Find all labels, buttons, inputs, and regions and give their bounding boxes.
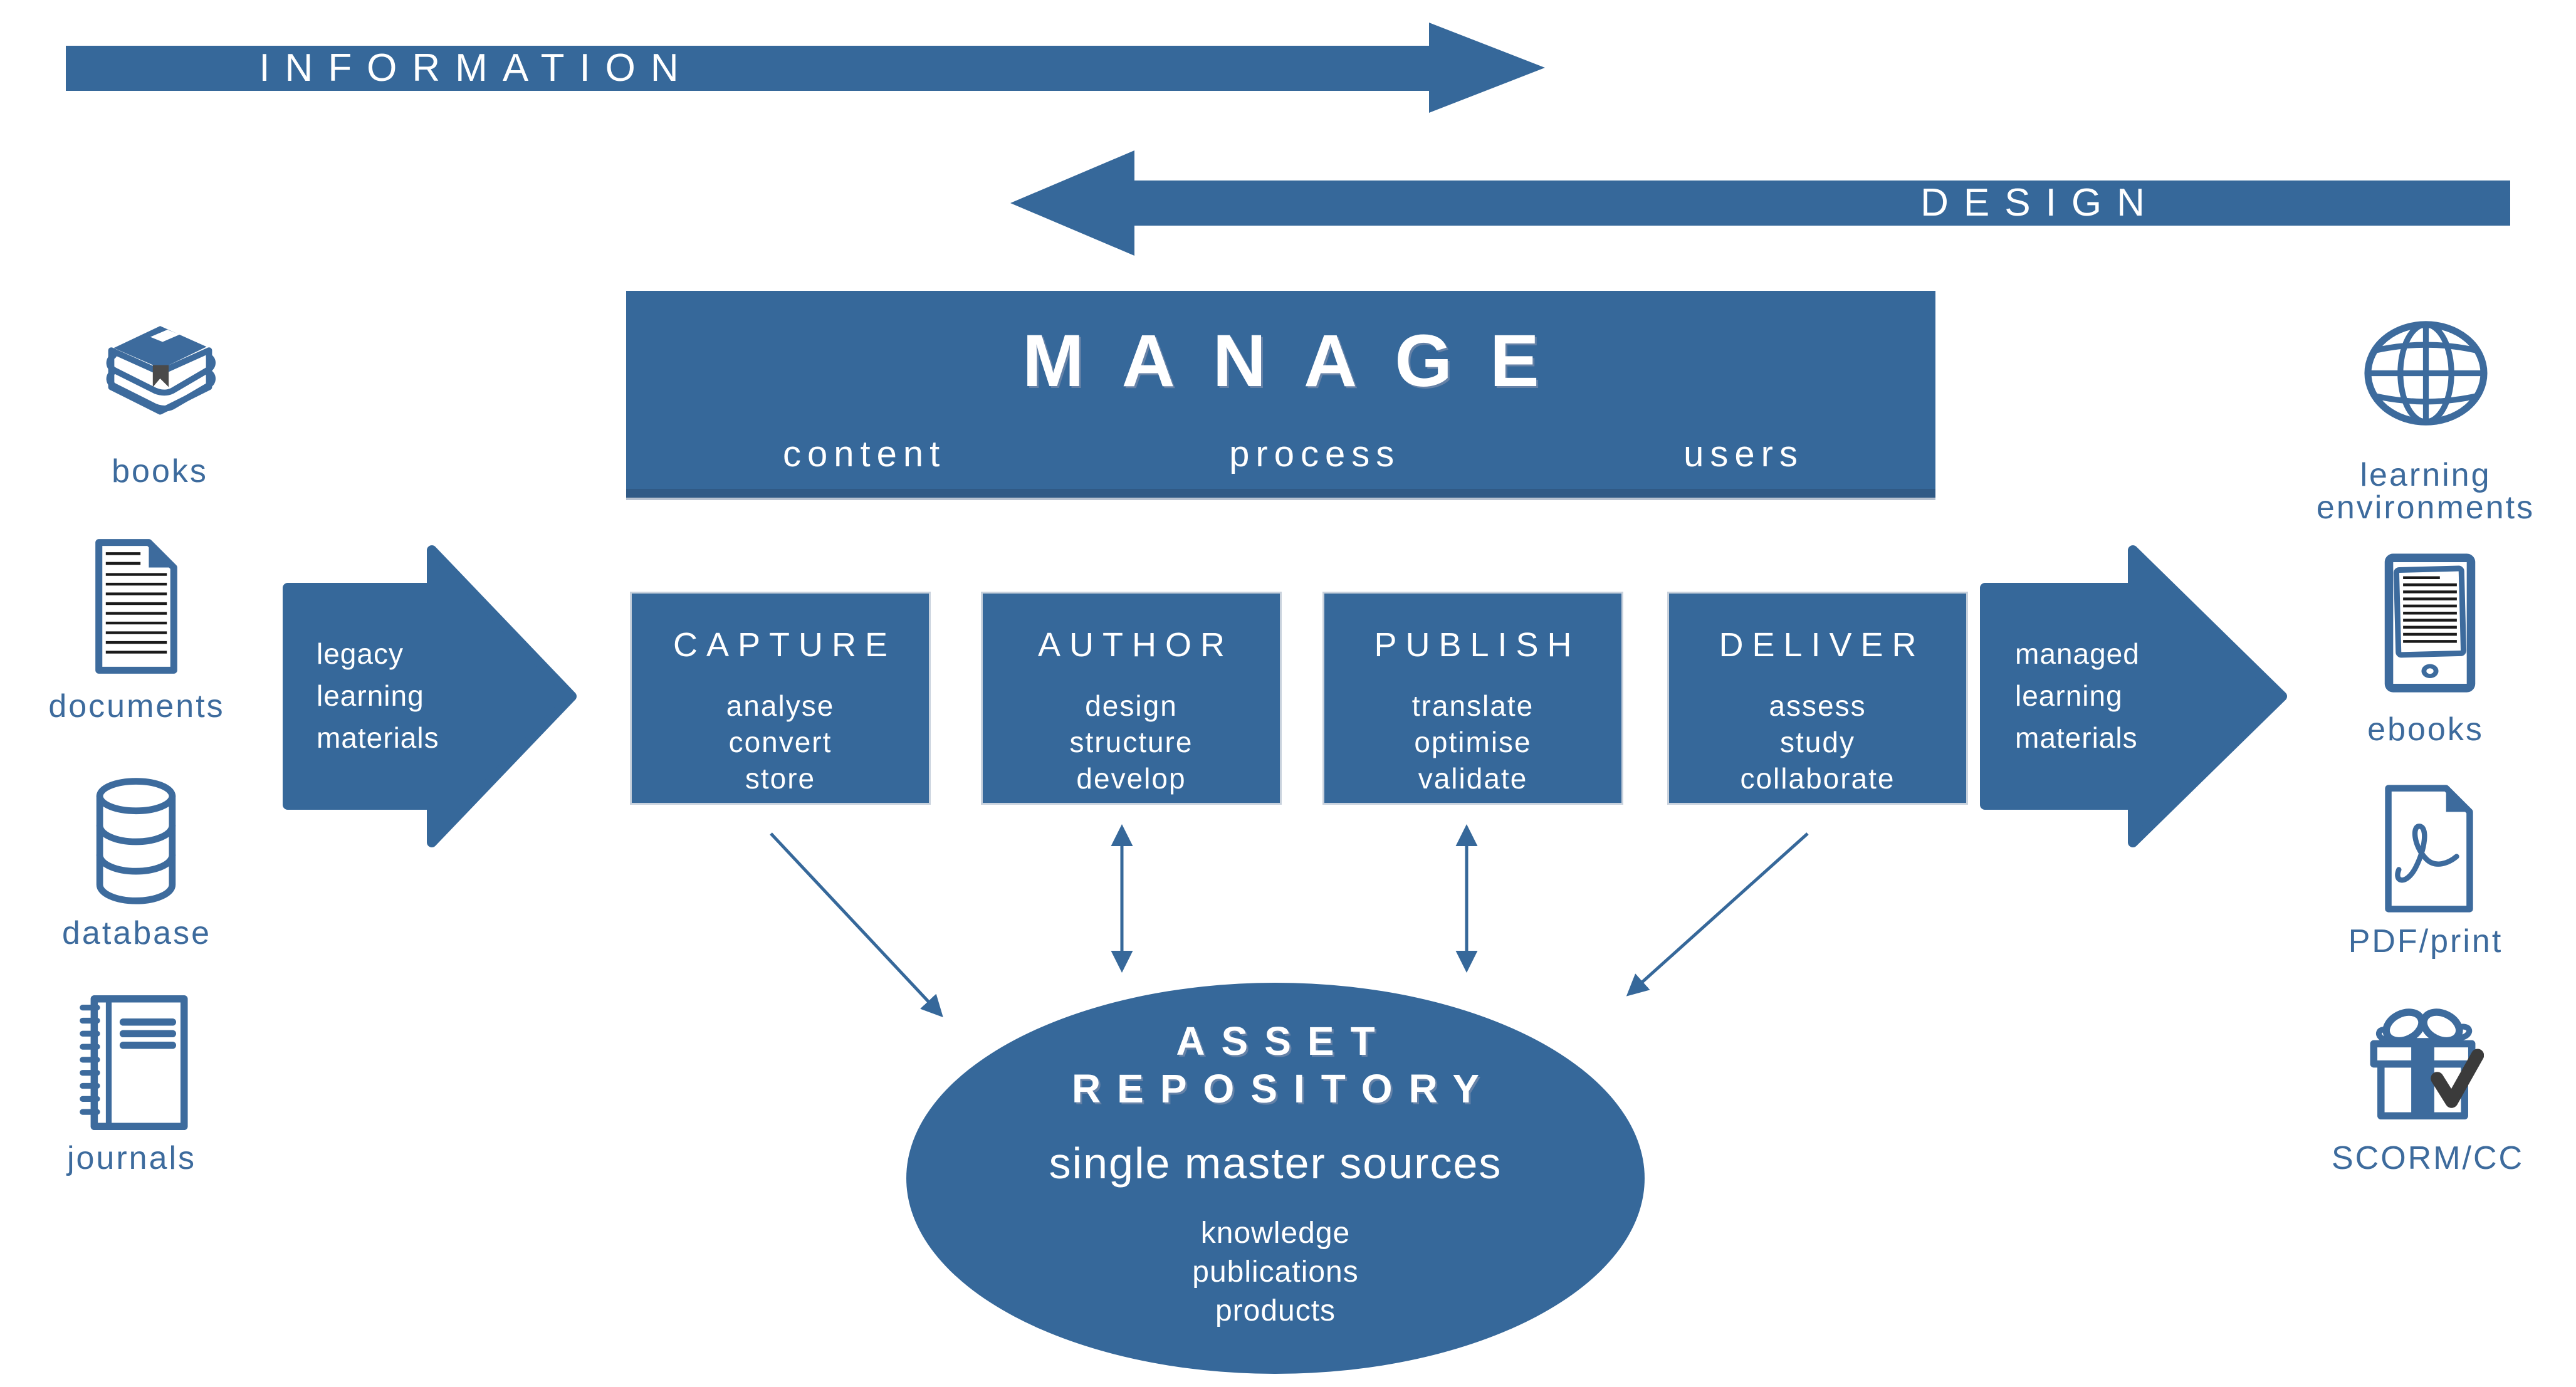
legacy-line: learning — [317, 679, 424, 712]
legacy-line: legacy — [317, 637, 404, 670]
stage-box-author: AUTHOR design structure develop — [981, 592, 1282, 805]
repository-title-line2: REPOSITORY — [1071, 1066, 1496, 1111]
stage-item: store — [745, 762, 816, 795]
deliver-to-repository-arrow — [1626, 832, 1809, 997]
scorm-cc-label: SCORM/CC — [2332, 1140, 2525, 1176]
managed-line: materials — [2015, 721, 2138, 754]
stage-box-deliver: DELIVER assess study collaborate — [1667, 592, 1968, 805]
manage-item-users: users — [1683, 434, 1804, 474]
managed-line: managed — [2015, 637, 2140, 670]
manage-item-process: process — [1229, 434, 1401, 474]
stage-item: analyse — [726, 689, 835, 722]
asset-repository-ellipse: ASSET REPOSITORY single master sources k… — [906, 983, 1645, 1374]
gift-package-icon — [2370, 1008, 2484, 1120]
stage-title: PUBLISH — [1374, 626, 1581, 664]
learning-environments-label: learning environments — [2269, 459, 2576, 524]
journal-icon — [80, 995, 188, 1131]
documents-label: documents — [48, 688, 225, 725]
stage-item: study — [1780, 726, 1855, 758]
managed-materials-arrow-text: managed learning materials — [2015, 633, 2140, 759]
stage-item: assess — [1769, 689, 1867, 722]
stage-items: translate optimise validate — [1324, 688, 1621, 797]
stage-item: collaborate — [1740, 762, 1895, 795]
managed-line: learning — [2015, 679, 2123, 712]
design-arrow — [1010, 150, 2510, 256]
repository-subtitle: single master sources — [1049, 1139, 1502, 1188]
learning-environments-line2: environments — [2316, 489, 2535, 526]
stage-item: validate — [1418, 762, 1528, 795]
stage-title: DELIVER — [1719, 626, 1925, 664]
repository-items: knowledge publications products — [906, 1214, 1645, 1331]
stage-items: assess study collaborate — [1669, 688, 1966, 797]
stage-item: translate — [1411, 689, 1534, 722]
pdf-print-label: PDF/print — [2348, 923, 2503, 960]
legacy-line: materials — [317, 721, 439, 754]
stage-box-capture: CAPTURE analyse convert store — [630, 592, 931, 805]
learning-environments-line1: learning — [2360, 457, 2491, 493]
stage-items: analyse convert store — [632, 688, 929, 797]
manage-box: MANAGE content process users — [626, 291, 1935, 498]
books-icon — [106, 326, 216, 415]
stage-title: CAPTURE — [673, 626, 897, 664]
stage-items: design structure develop — [983, 688, 1280, 797]
manage-items-row: content process users — [783, 433, 1804, 475]
database-icon — [96, 778, 176, 904]
ebook-tablet-icon — [2384, 553, 2476, 693]
capture-to-repository-arrow — [770, 832, 943, 1018]
information-flow-label: INFORMATION — [259, 46, 694, 90]
information-arrow — [66, 23, 1545, 113]
repository-item: products — [1215, 1294, 1336, 1327]
database-label: database — [62, 915, 211, 951]
stage-item: design — [1085, 689, 1178, 722]
manage-item-content: content — [783, 434, 946, 474]
document-icon — [95, 539, 177, 674]
stage-item: convert — [728, 726, 832, 758]
design-flow-label: DESIGN — [1920, 181, 2160, 224]
legacy-materials-arrow-text: legacy learning materials — [317, 633, 439, 759]
legacy-materials-arrow-shape — [283, 545, 577, 847]
stage-title: AUTHOR — [1038, 626, 1233, 664]
stage-item: optimise — [1414, 726, 1532, 758]
managed-materials-arrow-shape — [1980, 545, 2287, 847]
pdf-document-icon — [2385, 785, 2473, 913]
books-label: books — [112, 453, 208, 489]
stage-item: develop — [1076, 762, 1186, 795]
journals-label: journals — [66, 1140, 197, 1176]
repository-title-line1: ASSET — [1176, 1018, 1391, 1064]
repository-item: publications — [1192, 1255, 1359, 1289]
stage-box-publish: PUBLISH translate optimise validate — [1322, 592, 1623, 805]
ebooks-label: ebooks — [2367, 711, 2484, 748]
stage-item: structure — [1069, 726, 1193, 758]
globe-icon — [2364, 321, 2488, 426]
manage-title: MANAGE — [1022, 320, 1577, 402]
repository-item: knowledge — [1200, 1217, 1351, 1250]
